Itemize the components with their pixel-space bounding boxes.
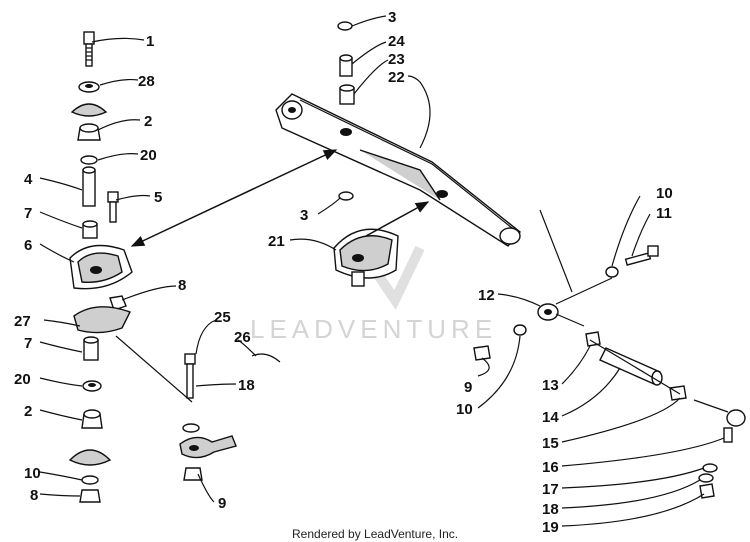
assembly-arrow-center [365, 201, 430, 237]
part-bushing-7-bottom [83, 336, 99, 361]
callout-7-top: 7 [24, 205, 32, 222]
callout-5: 5 [154, 189, 162, 206]
callout-10-left: 10 [24, 465, 41, 482]
callout-14: 14 [542, 409, 559, 426]
part-bracket-27 [73, 306, 131, 334]
callout-1: 1 [146, 33, 154, 50]
part-tie-rod-end-16 [693, 399, 746, 443]
part-washer-10-right-bottom [513, 324, 527, 336]
callout-28: 28 [138, 73, 155, 90]
part-nut-3-bottom [338, 191, 354, 201]
callout-27: 27 [14, 313, 31, 330]
part-nut-2-top [77, 123, 101, 141]
callout-19: 19 [542, 519, 559, 536]
callout-13: 13 [542, 377, 559, 394]
part-nut-3-top [337, 21, 353, 31]
centerline-right-upper [555, 277, 613, 305]
part-washer-17 [702, 463, 718, 473]
part-tie-rod-end-12 [537, 303, 585, 327]
part-bolt-25 [184, 353, 196, 399]
callout-11: 11 [656, 205, 672, 222]
callout-20-bottom: 20 [14, 371, 31, 388]
part-washer-20-bottom [82, 380, 102, 392]
part-spacer-24 [339, 54, 353, 77]
watermark: LEADVENTURE [250, 314, 497, 344]
part-washer-10-right-top [605, 266, 619, 278]
callout-7-bottom: 7 [24, 335, 32, 352]
callout-9-right: 9 [464, 379, 472, 396]
part-nut-9-right [473, 345, 491, 361]
part-washer-20-top [80, 155, 98, 165]
part-nut-9-center [183, 467, 203, 481]
callout-10-right-bottom: 10 [456, 401, 473, 418]
callout-26: 26 [234, 329, 251, 346]
callout-10-right-top: 10 [656, 185, 673, 202]
callout-21: 21 [268, 233, 285, 250]
callout-2-top: 2 [144, 113, 152, 130]
part-washer-10-left [81, 475, 99, 485]
part-nut-13 [585, 331, 601, 347]
centerline-right-lower [589, 339, 681, 395]
part-tie-rod-end-center [179, 435, 237, 459]
callout-8-bottom: 8 [30, 487, 38, 504]
part-nut-19 [699, 483, 715, 499]
callout-25: 25 [214, 309, 231, 326]
assembly-bracket-line [539, 209, 573, 293]
callout-17: 17 [542, 481, 559, 498]
part-pivot-21 [333, 228, 399, 287]
part-bolt-5 [107, 191, 119, 223]
part-washer-18-right [698, 473, 714, 483]
part-nut-2-bottom [81, 409, 103, 429]
callout-6: 6 [24, 237, 32, 254]
assembly-arrow-left [130, 149, 338, 247]
part-spacer-4 [82, 166, 96, 207]
callout-4: 4 [24, 171, 33, 188]
part-washer-18-center [182, 423, 200, 433]
part-nut-8-bottom [79, 489, 101, 503]
callout-23: 23 [388, 51, 405, 68]
callout-9-center: 9 [218, 495, 226, 512]
callout-24: 24 [388, 33, 405, 50]
part-bushing-23 [339, 84, 355, 105]
callout-22: 22 [388, 69, 405, 86]
callout-2-bottom: 2 [24, 403, 32, 420]
leader-lines [39, 15, 725, 527]
part-plate-bottom [68, 449, 112, 466]
part-steering-arm-22 [275, 93, 522, 247]
part-cotter-pin-26 [251, 353, 281, 363]
callout-18-center: 18 [238, 377, 255, 394]
part-tie-rod-14 [599, 347, 663, 386]
callout-labels: 1 28 2 20 4 7 5 6 8 27 7 20 2 10 8 25 26… [14, 9, 673, 536]
footer-credit: Rendered by LeadVenture, Inc. [292, 527, 458, 541]
part-washer-28 [78, 81, 100, 93]
centerline-left [115, 335, 193, 403]
part-bolt-1 [83, 31, 95, 67]
part-plate [70, 103, 108, 117]
part-bolt-11 [624, 245, 659, 266]
callout-12: 12 [478, 287, 495, 304]
callout-16: 16 [542, 459, 559, 476]
part-mount-bracket-6 [69, 244, 133, 290]
part-bushing-7-top [82, 220, 98, 239]
callout-3-bottom: 3 [300, 207, 308, 224]
callout-15: 15 [542, 435, 559, 452]
callout-3-top: 3 [388, 9, 396, 26]
callout-18-right: 18 [542, 501, 559, 518]
callout-8-top: 8 [178, 277, 186, 294]
callout-20-top: 20 [140, 147, 157, 164]
